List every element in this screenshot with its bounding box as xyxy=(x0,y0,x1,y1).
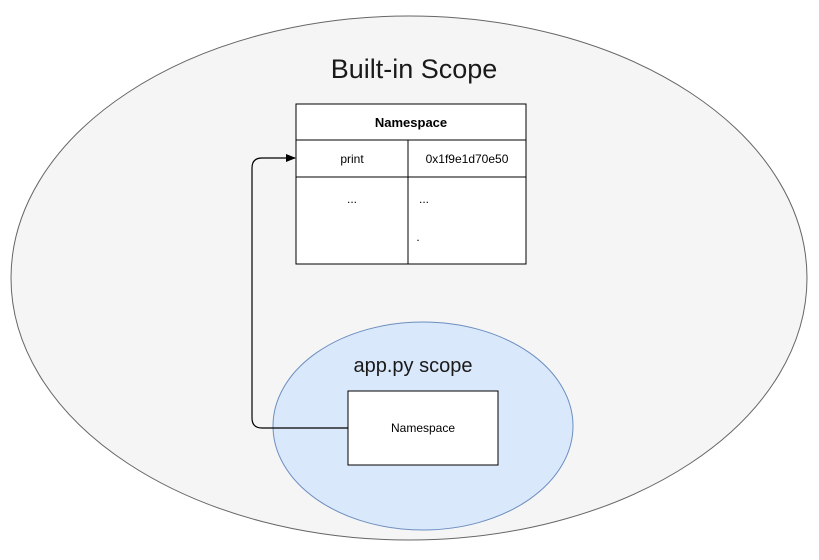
builtin-namespace-table: Namespace print 0x1f9e1d70e50 ... ... . xyxy=(295,103,527,265)
app-scope-title: app.py scope xyxy=(354,355,473,377)
namespace-table-border xyxy=(295,103,527,265)
row-print-name: print xyxy=(340,152,364,166)
row-ellipsis-extra: . xyxy=(416,230,419,244)
app-namespace-label: Namespace xyxy=(391,421,455,435)
row-ellipsis-name: ... xyxy=(347,192,357,206)
row-ellipsis-address: ... xyxy=(419,192,429,206)
builtin-scope-title: Built-in Scope xyxy=(331,54,498,84)
lookup-arrow xyxy=(251,154,348,429)
app-namespace-box xyxy=(347,390,499,466)
row-print-address: 0x1f9e1d70e50 xyxy=(426,152,509,166)
builtin-scope-ellipse xyxy=(10,15,808,541)
namespace-table-header: Namespace xyxy=(375,115,447,130)
